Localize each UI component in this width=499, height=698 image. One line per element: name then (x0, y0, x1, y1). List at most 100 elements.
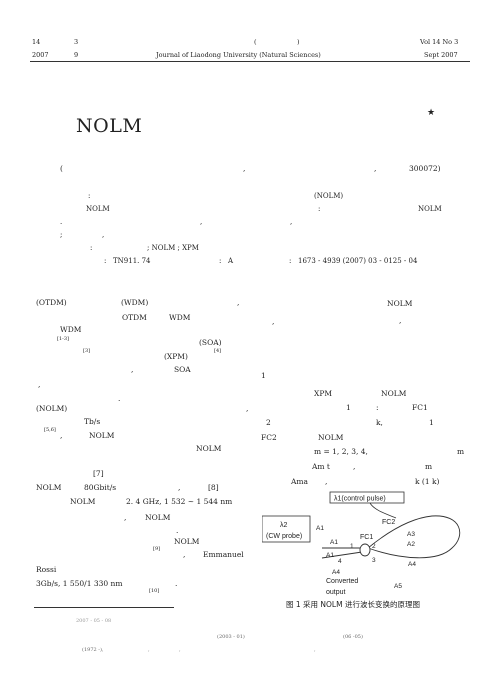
left-text-fragment: 80Gbit/s (84, 483, 117, 492)
article-id-colon: : (289, 257, 292, 265)
citation-mark: [9] (153, 546, 161, 552)
header-vol-en: Vol 14 No 3 (420, 38, 459, 46)
figure-1-caption: 图 1 采用 NOLM 进行波长变换的原理图 (286, 600, 420, 609)
header-month-no: 9 (74, 51, 79, 59)
cw-probe-label: (CW probe) (266, 533, 302, 540)
wavelength-conversion-diagram: λ1(control pulse) λ2 (CW probe) FC1 FC2 … (261, 491, 461, 596)
left-text-fragment: (OTDM) (36, 298, 67, 307)
left-text-fragment: 2. 4 GHz, 1 532 ~ 1 544 nm (126, 497, 233, 506)
a1-in-label: A1 (316, 525, 324, 532)
left-text-fragment: NOLM (89, 431, 115, 440)
output-fibre (321, 551, 363, 559)
left-text-fragment: Emmanuel (203, 550, 244, 559)
right-text-fragment: NOLM (387, 299, 413, 308)
right-text-fragment: k (1 k) (415, 477, 440, 486)
bio-comma-3: , (314, 647, 316, 653)
abstract-nolm-paren: (NOLM) (314, 192, 344, 200)
header-date-en: Sept 2007 (424, 51, 458, 59)
left-text-fragment: 3Gb/s, 1 550/1 330 nm (36, 579, 123, 588)
right-text-fragment: FC1 (412, 403, 428, 412)
right-text-fragment: 1 (346, 403, 351, 412)
cw-probe-box (261, 515, 311, 543)
abstract-nolm-2: NOLM (418, 205, 442, 213)
left-text-fragment: , (124, 513, 127, 522)
a4-label: A4 (332, 569, 340, 576)
fibre-loop (367, 515, 461, 559)
fc2-label: FC2 (382, 519, 395, 526)
paper-title: NOLM (76, 115, 143, 137)
left-text-fragment: , (237, 298, 240, 307)
a4-out-label: A4 (408, 561, 416, 568)
right-text-fragment: , (399, 316, 402, 325)
left-text-fragment: , (178, 483, 181, 492)
left-text-fragment: . (118, 394, 121, 403)
bio-years: (1972 -), (82, 647, 104, 653)
right-text-fragment: m (457, 447, 465, 456)
abstract-colon: : (88, 192, 91, 200)
left-text-fragment: NOLM (36, 483, 62, 492)
doc-code-colon: : (219, 257, 222, 265)
left-text-fragment: NOLM (196, 444, 222, 453)
right-text-fragment: NOLM (381, 389, 407, 398)
left-text-fragment: , (183, 550, 186, 559)
right-text-fragment: XPM (314, 389, 333, 398)
fund-paren: (2003 - 01) (217, 634, 245, 640)
doc-code: A (228, 257, 234, 265)
output-label: output (326, 589, 346, 596)
left-text-fragment: (NOLM) (36, 404, 68, 413)
abstract-comma-1: , (200, 218, 203, 226)
a3-label: A3 (407, 531, 415, 538)
header-journal-en: Journal of Liaodong University (Natural … (156, 51, 321, 59)
right-text-fragment: 1 (429, 418, 434, 427)
a1-label: A1 (330, 539, 338, 546)
keywords-terms: ; NOLM ; XPM (147, 244, 199, 252)
abstract-dot: . (60, 218, 63, 226)
left-text-fragment: (WDM) (121, 298, 149, 307)
converted-label: Converted (326, 578, 358, 585)
left-text-fragment: NOLM (145, 513, 171, 522)
header-paren-right: ) (297, 38, 300, 46)
right-text-fragment: 1 (261, 371, 266, 380)
header-paren-left: ( (254, 38, 257, 46)
bio-comma-1: , (148, 647, 150, 653)
left-text-fragment: SOA (174, 365, 191, 374)
citation-mark: [1-3] (57, 336, 69, 342)
affiliation-open-paren: ( (60, 164, 63, 173)
right-text-fragment: FC2 (261, 433, 277, 442)
right-text-fragment: : (376, 403, 379, 412)
abstract-semicolon: ; (60, 231, 63, 239)
abstract-nolm-1: NOLM (86, 205, 110, 213)
left-text-fragment: [7] (93, 469, 104, 478)
cw-probe-lambda: λ2 (280, 522, 288, 529)
left-text-fragment: Rossi (36, 565, 57, 574)
right-text-fragment: m (425, 462, 433, 471)
left-text-fragment: [8] (208, 483, 219, 492)
left-text-fragment: , (60, 431, 63, 440)
right-text-fragment: m = 1, 2, 3, 4, (314, 447, 368, 456)
left-text-fragment: WDM (60, 325, 82, 334)
citation-mark: [10] (149, 588, 160, 594)
abstract-colon-2: : (318, 205, 321, 213)
right-text-fragment: , (272, 317, 275, 326)
keywords-colon: : (90, 244, 93, 252)
header-year: 2007 (32, 51, 49, 59)
left-text-fragment: , (131, 365, 134, 374)
left-text-fragment: , (38, 380, 41, 389)
left-text-fragment: NOLM (70, 497, 96, 506)
citation-mark: [5,6] (44, 427, 56, 433)
clc-code: TN911. 74 (113, 257, 151, 265)
abstract-comma-3: , (102, 231, 105, 239)
a2-label: A2 (407, 541, 415, 548)
right-text-fragment: , (325, 477, 328, 486)
fc1-label: FC1 (360, 534, 373, 541)
left-text-fragment: , (246, 404, 249, 413)
title-footnote-star: ★ (427, 108, 436, 118)
control-feed-line (369, 502, 397, 519)
citation-mark: [4] (214, 348, 222, 354)
coupler-fc1 (359, 543, 371, 557)
left-text-fragment: . (175, 579, 178, 588)
left-text-fragment: (XPM) (164, 352, 188, 361)
a5-label: A5 (394, 583, 402, 590)
affiliation-postcode: 300072) (409, 164, 441, 173)
right-text-fragment: , (353, 462, 356, 471)
